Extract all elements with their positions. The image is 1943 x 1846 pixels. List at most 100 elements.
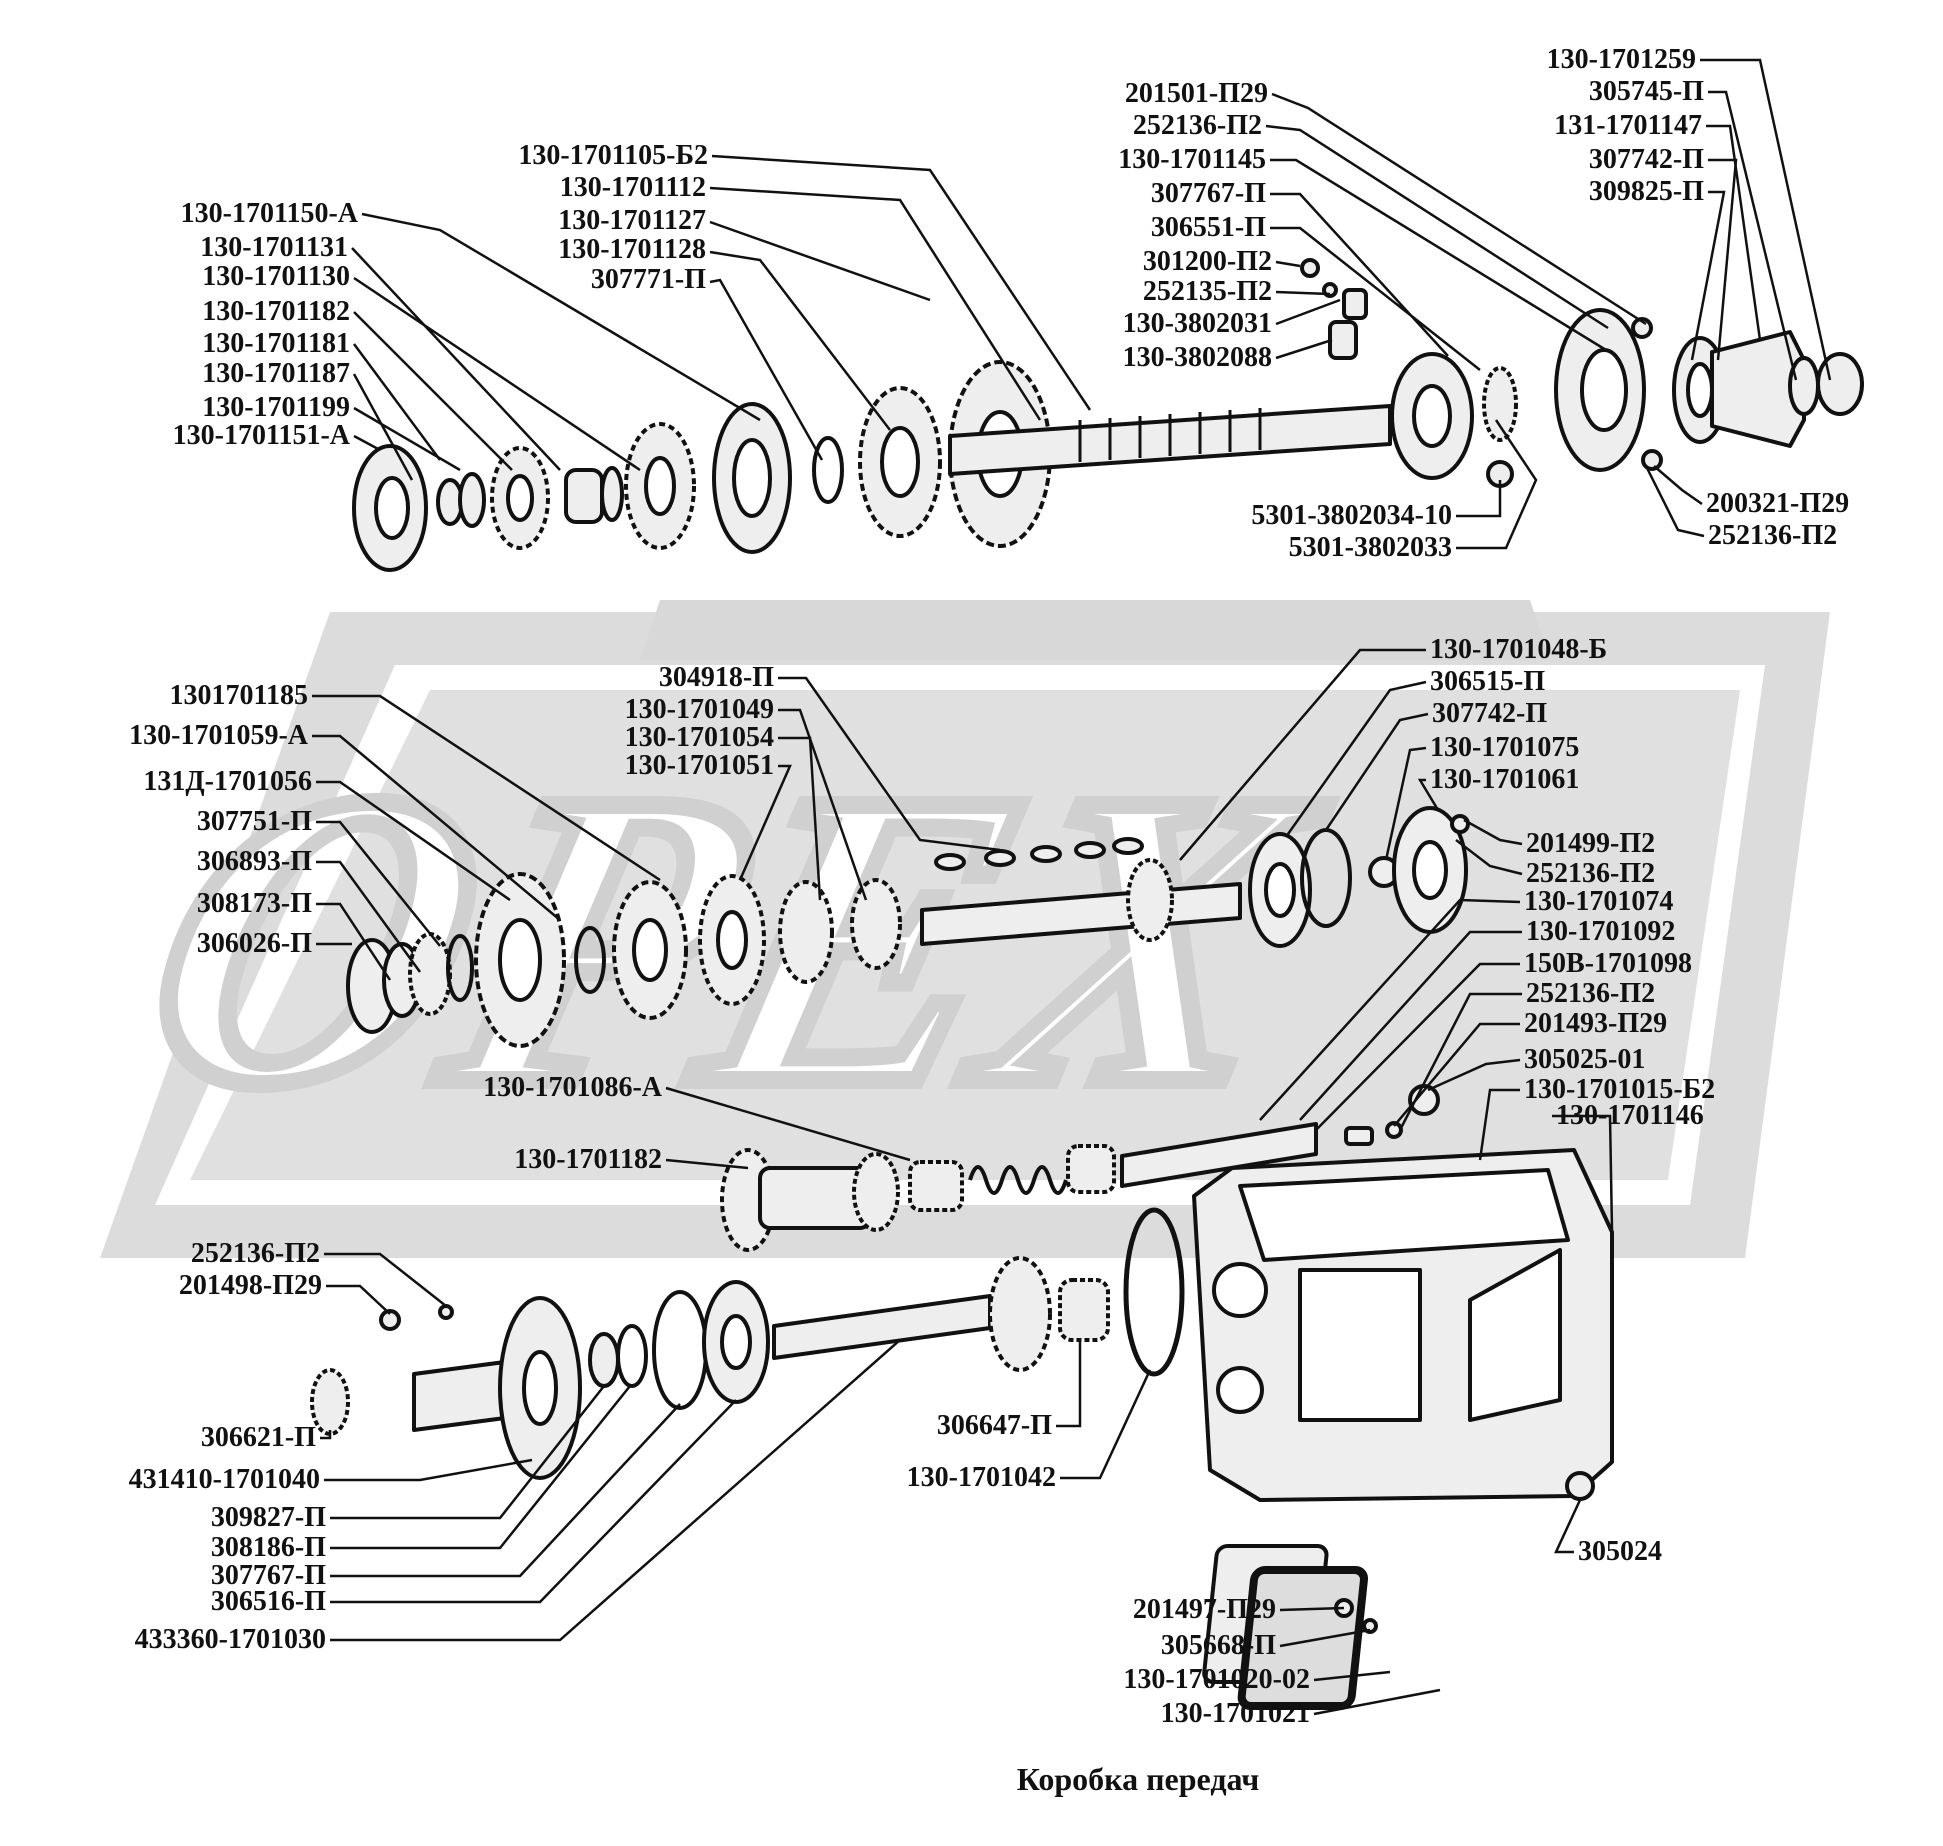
label-top-left-11: 130-1701199 <box>202 392 350 423</box>
leader-line <box>1398 992 1522 1131</box>
rear-bearing-housing-hole <box>1412 384 1452 448</box>
leader-line <box>316 820 441 947</box>
leader-line <box>312 734 561 921</box>
leader-line <box>1478 1088 1520 1161</box>
leader-line <box>1554 1499 1582 1554</box>
leader-line <box>320 1430 332 1440</box>
leader-line <box>330 1339 901 1642</box>
label-mid-left-1: 130-1701059-А <box>129 720 309 751</box>
washer-b <box>458 472 486 528</box>
leader-line <box>1275 338 1333 360</box>
hatch-cover <box>1237 1566 1369 1710</box>
leader-line <box>1060 1369 1152 1480</box>
leader-line <box>324 1458 533 1482</box>
gasket-ring <box>1123 1207 1185 1377</box>
label-bottom-left-4: 309827-П <box>211 1502 326 1533</box>
housing-window <box>1298 1268 1422 1422</box>
leader-line <box>361 212 761 422</box>
leader-line <box>1427 1058 1521 1092</box>
label-top-right-8: 130-3802088 <box>1123 342 1272 373</box>
label-bottom-left-1: 201498-П29 <box>179 1270 322 1301</box>
label-bottom-right-0: 305024 <box>1578 1536 1662 1567</box>
leader-line <box>353 434 381 452</box>
leader-line <box>1706 124 1762 341</box>
leader-line <box>353 406 461 472</box>
label-top-right-3: 307767-П <box>1151 178 1266 209</box>
leader-line <box>778 736 822 901</box>
leader-line <box>1271 92 1647 326</box>
gear-counter-c-hub <box>716 910 748 970</box>
label-top-left-1: 130-1701112 <box>560 172 706 203</box>
label-top-left-9: 130-1701181 <box>202 328 350 359</box>
leader-line <box>778 676 1001 852</box>
reverse-axle <box>1120 1122 1318 1188</box>
speedo-driven-gear <box>1328 320 1358 360</box>
washer-f <box>1362 1618 1378 1634</box>
bolt-f <box>379 1309 401 1331</box>
label-top-left-6: 130-1701130 <box>202 261 350 292</box>
leader-line <box>352 343 442 461</box>
label-mid-right-0: 130-1701048-Б <box>1430 634 1607 665</box>
gear-counter-d <box>778 880 834 984</box>
label-top-right-9: 5301-3802034-10 <box>1251 500 1452 531</box>
label-mid-left-0: 1301701185 <box>170 680 308 711</box>
leader-line <box>1653 465 1703 506</box>
bolt-b <box>1631 317 1653 339</box>
label-bottom-left-0: 252136-П2 <box>191 1238 320 1269</box>
label-mid-right-14: 130-1701146 <box>1556 1100 1704 1131</box>
label-top-far-right-1: 305745-П <box>1589 76 1704 107</box>
label-bottom-left-6: 307767-П <box>211 1560 326 1591</box>
leader-line <box>709 220 931 302</box>
label-top-far-right-5: 200321-П29 <box>1706 488 1849 519</box>
label-mid-center-3: 130-1701051 <box>625 750 774 781</box>
primary-shaft-gear <box>988 1256 1052 1372</box>
primary-bearing <box>310 1368 350 1436</box>
leader-line <box>330 1385 605 1520</box>
label-top-left-2: 130-1701150-А <box>181 198 359 229</box>
woodruff-key-a <box>934 853 966 871</box>
counter-cover-hole <box>1412 840 1448 900</box>
label-mid-center-0: 304918-П <box>659 662 774 693</box>
label-mid-right-7: 130-1701074 <box>1524 886 1673 917</box>
label-mid-left-6: 306026-П <box>197 928 312 959</box>
label-top-far-right-2: 131-1701147 <box>1554 110 1702 141</box>
snap-ring <box>812 436 844 504</box>
label-mid-right-3: 130-1701075 <box>1430 732 1579 763</box>
bolt-c <box>1641 449 1663 471</box>
ring-d <box>616 1324 648 1388</box>
gear-third-hub <box>880 426 920 498</box>
label-mid-right-4: 130-1701061 <box>1430 764 1579 795</box>
label-mid-center-2: 130-1701054 <box>625 722 774 753</box>
label-top-left-3: 130-1701127 <box>558 205 706 236</box>
leader-line <box>1708 90 1798 381</box>
leader-line <box>1313 1670 1391 1682</box>
drain-plug <box>1565 1471 1595 1501</box>
leader-line <box>353 276 641 472</box>
leader-line <box>1456 480 1502 518</box>
leader-line <box>1056 1340 1082 1428</box>
label-mid-right-11: 201493-П29 <box>1524 1008 1667 1039</box>
leader-line <box>1259 898 1521 1121</box>
leader-line <box>709 186 1042 421</box>
oil-seal-hole <box>1686 362 1714 418</box>
leader-line <box>1313 1688 1441 1716</box>
gear-small-a-hub <box>506 474 534 522</box>
leader-line <box>738 764 792 881</box>
ring-c <box>574 926 606 994</box>
label-top-left-8: 130-1701182 <box>202 296 350 327</box>
leader-line <box>1393 1022 1520 1127</box>
label-mid-right-5: 201499-П2 <box>1526 828 1655 859</box>
label-top-left-5: 130-1701131 <box>200 232 348 263</box>
label-bottom-center-0: 306647-П <box>937 1410 1052 1441</box>
leader-line <box>312 694 661 882</box>
needle-bearing-a <box>908 1160 964 1212</box>
speedo-bushing <box>1342 288 1368 320</box>
gear-counter-b-hub <box>632 918 668 982</box>
parts-layer <box>310 258 1864 1710</box>
speedo-gear <box>1482 366 1518 442</box>
label-mid-right-9: 150В-1701098 <box>1524 948 1692 979</box>
roller-bearing <box>1058 1278 1110 1342</box>
leader-line <box>330 1385 631 1550</box>
